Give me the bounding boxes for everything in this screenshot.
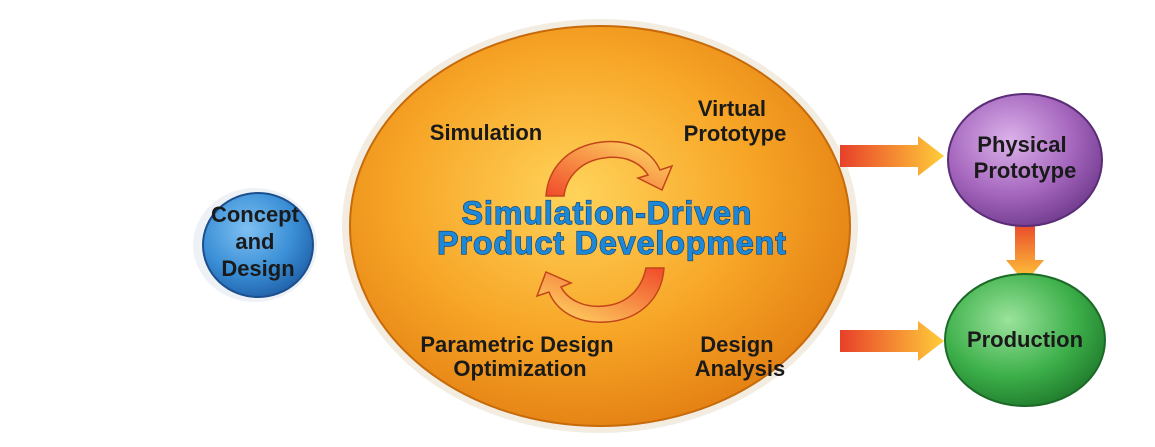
arrow-to-production <box>840 321 944 361</box>
physical-prototype-label: Physical Prototype <box>974 132 1077 183</box>
parametric-design-label: Parametric Design Optimization <box>420 332 619 381</box>
production-node: Production <box>944 273 1106 407</box>
virtual-prototype-label: Virtual Prototype <box>684 96 787 146</box>
central-ellipse-node <box>349 25 851 427</box>
arrow-physical-to-production <box>1006 220 1044 283</box>
arrow-to-physical-prototype <box>840 136 944 176</box>
center-title: Simulation-Driven Product Development <box>437 195 787 261</box>
cycle-arrow-bottom-icon <box>535 267 665 323</box>
physical-prototype-node: Physical Prototype <box>947 93 1103 227</box>
cycle-arrow-top-icon <box>545 140 674 197</box>
production-label: Production <box>967 327 1083 352</box>
simulation-label: Simulation <box>430 120 542 145</box>
cycle-arrows-icon <box>535 140 674 323</box>
concept-design-label: Concept and Design <box>211 202 305 281</box>
design-analysis-label: Design Analysis <box>695 332 786 381</box>
concept-design-node: Concept and Design <box>202 192 314 298</box>
